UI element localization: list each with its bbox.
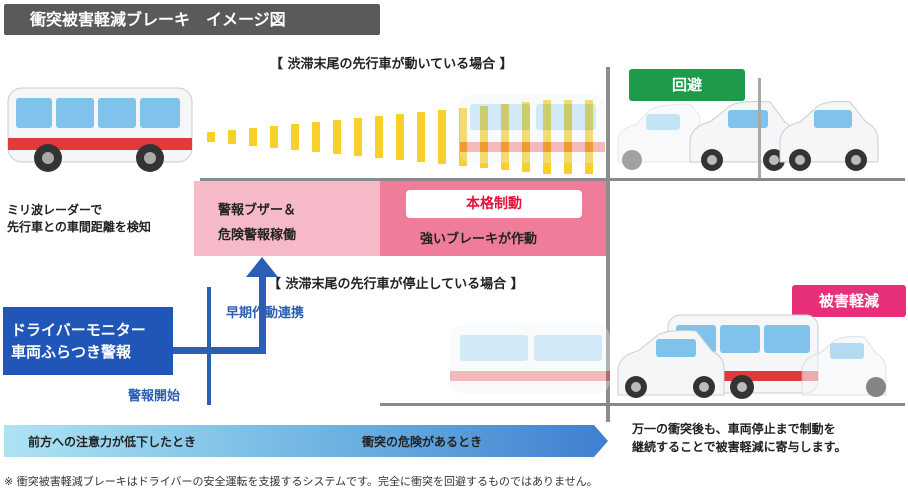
timeline-arrow — [4, 425, 608, 457]
badge-avoid: 回避 — [629, 69, 745, 101]
car-icon — [801, 336, 887, 397]
bus-ghost-icon — [450, 325, 610, 393]
warning-stage-box: 警報ブザー＆ 危険警報稼働 — [194, 181, 380, 256]
warning-line-1: 警報ブザー＆ — [218, 203, 297, 218]
timeline-label-left: 前方への注意力が低下したとき — [28, 435, 197, 449]
early-link-label: 早期作動連携 — [226, 306, 305, 321]
car-icon — [617, 103, 701, 170]
result-line-2: 継続することで被害軽減に寄与します。 — [632, 440, 847, 454]
driver-line-2: 車両ふらつき警報 — [11, 343, 132, 361]
warning-line-2: 危険警報稼働 — [218, 228, 297, 243]
page-title: 衝突被害軽減ブレーキ イメージ図 — [4, 4, 380, 35]
scenario-moving-heading: 【 渋滞末尾の先行車が動いている場合 】 — [270, 57, 513, 72]
road-line-top — [200, 178, 905, 181]
full-brake-desc: 強いブレーキが作動 — [420, 232, 538, 247]
radar-line-2: 先行車との車間距離を検知 — [7, 220, 151, 234]
scenario-stopped-heading: 【 渋滞末尾の先行車が停止している場合 】 — [268, 277, 524, 292]
full-brake-label: 本格制動 — [406, 190, 582, 218]
driver-line-1: ドライバーモニター — [11, 321, 146, 339]
radar-wave — [207, 100, 593, 174]
car-icon — [779, 101, 879, 171]
car-icon — [617, 330, 725, 398]
driver-monitor-box: ドライバーモニター 車両ふらつき警報 — [3, 307, 173, 375]
divider-line — [606, 67, 610, 422]
radar-line-1: ミリ波レーダーで — [7, 203, 103, 217]
badge-mitigate: 被害軽減 — [792, 285, 906, 317]
result-description: 万一の衝突後も、車両停止まで制動を 継続することで被害軽減に寄与します。 — [632, 420, 846, 456]
top-scene — [7, 87, 879, 174]
footnote: ※ 衝突被害軽減ブレーキはドライバーの安全運転を支援するシステムです。完全に衝突… — [4, 475, 598, 488]
bottom-scene — [450, 314, 887, 399]
result-line-1: 万一の衝突後も、車両停止まで制動を — [632, 422, 836, 436]
alarm-start-label: 警報開始 — [128, 389, 181, 404]
car-icon — [689, 101, 796, 171]
timeline-label-right: 衝突の危険があるとき — [362, 435, 483, 449]
bus-icon — [7, 87, 193, 172]
early-link-arrow — [172, 257, 278, 405]
radar-description: ミリ波レーダーで 先行車との車間距離を検知 — [7, 202, 151, 236]
bus-ghost-icon — [460, 95, 605, 163]
full-brake-box: 本格制動 強いブレーキが作動 — [380, 181, 606, 256]
divider-line — [758, 78, 761, 178]
road-line-bottom — [380, 403, 905, 406]
